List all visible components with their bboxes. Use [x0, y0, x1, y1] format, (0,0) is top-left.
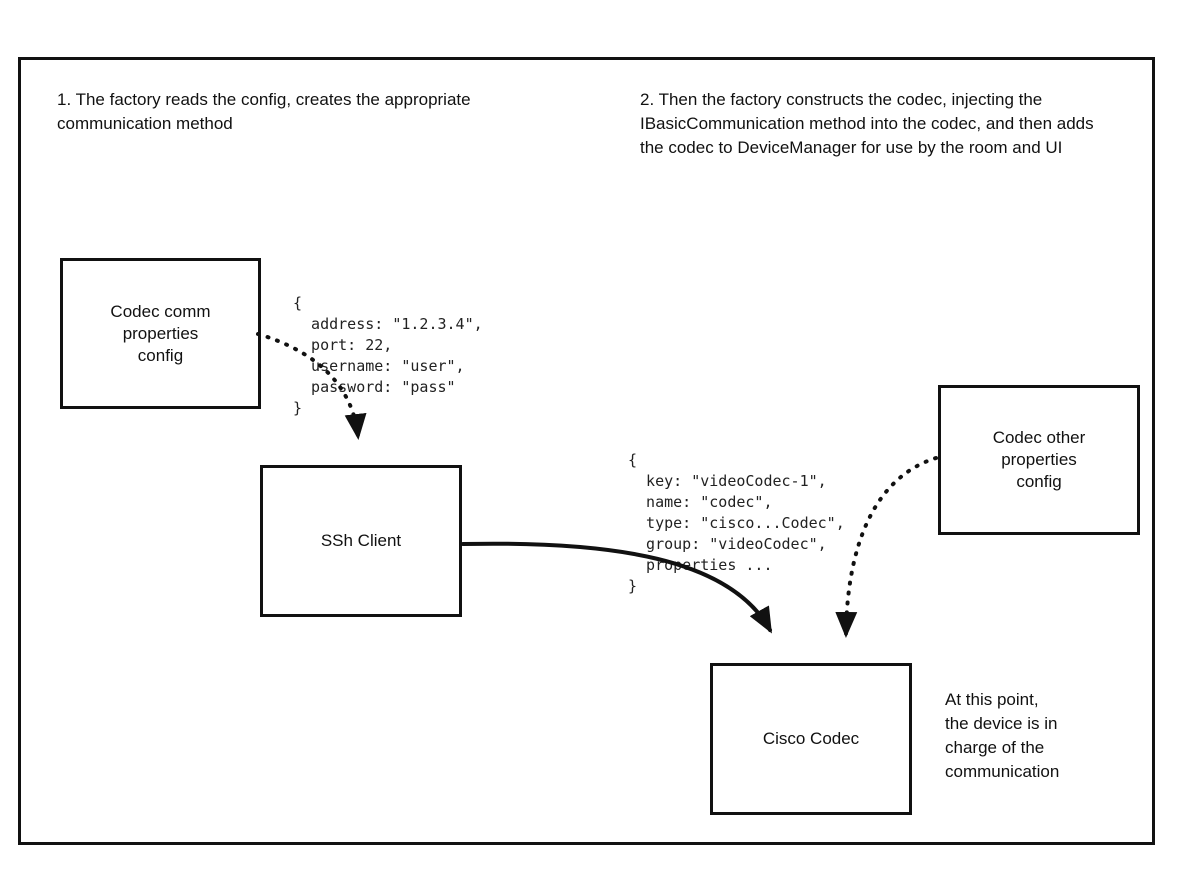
note-endpoint: At this point, the device is in charge o…: [945, 690, 1060, 781]
note-step1: 1. The factory reads the config, creates…: [57, 90, 471, 133]
box-codec-other-properties-config: Codec other properties config: [938, 385, 1140, 535]
box-cisco-codec-label: Cisco Codec: [762, 729, 860, 748]
code-codec-properties: { key: "videoCodec-1", name: "codec", ty…: [628, 451, 845, 595]
box-codec-comm-properties-config: Codec comm properties config: [60, 258, 261, 409]
code-comm-properties: { address: "1.2.3.4", port: 22, username…: [293, 294, 483, 417]
box-cisco-codec: Cisco Codec: [710, 663, 912, 815]
box-ssh-client-label: SSh Client: [320, 531, 402, 550]
diagram-border: [18, 57, 1155, 845]
box-ssh-client: SSh Client: [260, 465, 462, 617]
box-codec-other-label: Codec other properties config: [992, 428, 1086, 491]
box-codec-comm-label: Codec comm properties config: [110, 301, 211, 365]
note-step2: 2. Then the factory constructs the codec…: [640, 90, 1094, 157]
